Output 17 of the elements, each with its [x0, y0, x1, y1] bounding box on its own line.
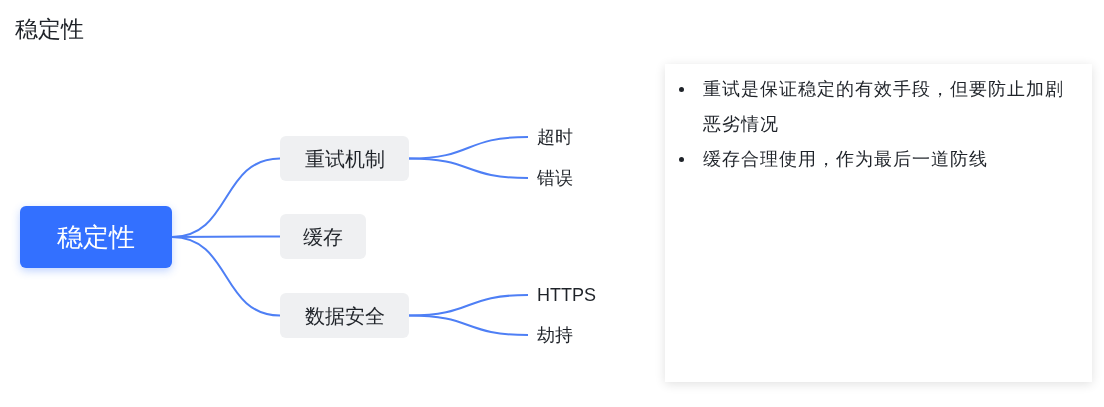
subtopic-box: 缓存 — [280, 214, 366, 259]
leaf-topic-text: HTTPS — [528, 281, 598, 309]
note-card — [665, 64, 1092, 382]
note-text: 缓存合理使用，作为最后一道防线 — [703, 148, 989, 171]
connector-line — [171, 236, 281, 317]
leaf-topic-text: 超时 — [528, 123, 575, 151]
note-text: 重试是保证稳定的有效手段，但要防止加剧恶劣情况 — [703, 78, 1065, 136]
connector-line — [408, 136, 529, 160]
subtopic-box: 重试机制 — [280, 136, 409, 181]
connector-line — [408, 314, 529, 336]
leaf-topic-text: 劫持 — [528, 321, 575, 349]
leaf-topic-text: 错误 — [528, 164, 575, 192]
connector-line — [408, 294, 529, 317]
subtopic-box: 数据安全 — [280, 293, 409, 338]
root-topic-box: 稳定性 — [20, 206, 172, 268]
connector-line — [408, 157, 529, 179]
title: 稳定性 — [15, 15, 84, 44]
